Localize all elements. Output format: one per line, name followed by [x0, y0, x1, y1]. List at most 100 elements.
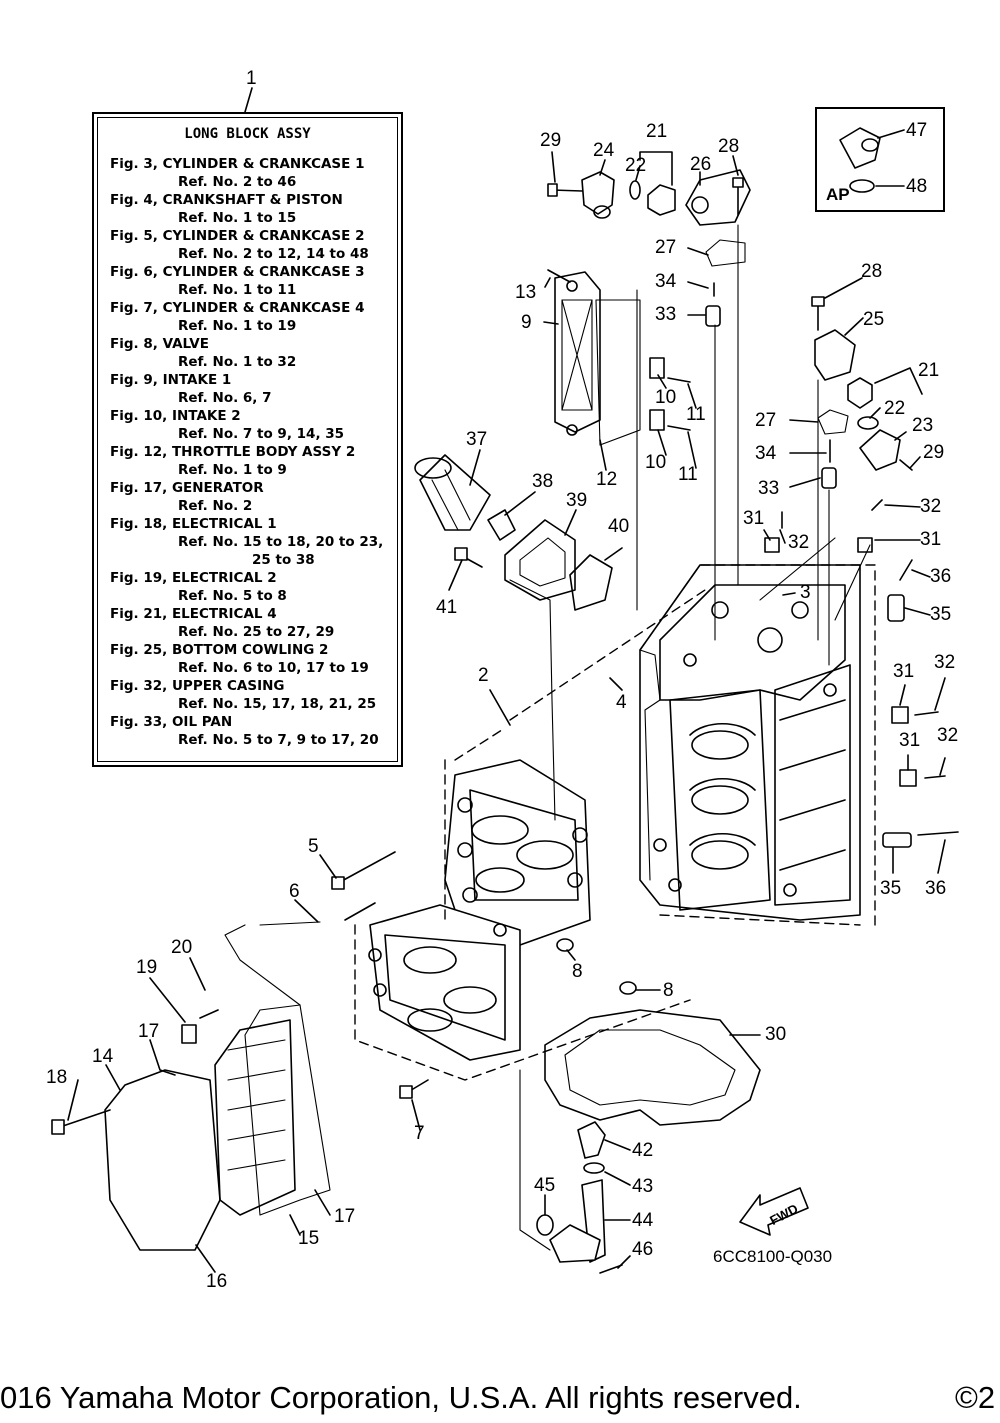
callout-number: 3 — [800, 582, 811, 603]
callout-number: 29 — [540, 130, 562, 151]
callout-number: 41 — [436, 597, 458, 618]
footer-copyright: 016 Yamaha Motor Corporation, U.S.A. All… — [0, 1380, 802, 1415]
oil-filter-group — [414, 454, 613, 821]
callout-number: 43 — [632, 1176, 654, 1197]
callout-number: 26 — [690, 154, 712, 175]
callout-number: 31 — [899, 730, 921, 751]
spec-line: Ref. No. 1 to 19 — [178, 318, 297, 334]
callout-number: 34 — [755, 443, 777, 464]
callout-number: 19 — [136, 957, 158, 978]
oil-pan-gasket-inner — [564, 1029, 736, 1106]
callout-number: 23 — [912, 415, 934, 436]
crankcase-bolts — [331, 851, 637, 1099]
callout-number: 39 — [566, 490, 588, 511]
callout-number: 24 — [593, 140, 615, 161]
side-fasteners — [759, 499, 959, 848]
callout-number: 2 — [478, 665, 489, 686]
callout-number: 5 — [308, 836, 319, 857]
ap-label: AP — [826, 185, 850, 204]
cylinder-block — [639, 564, 861, 921]
spec-line: Fig. 8, VALVE — [110, 336, 209, 352]
callout-number: 21 — [918, 360, 940, 381]
callout-number: 29 — [923, 442, 945, 463]
spec-line: Ref. No. 1 to 15 — [178, 210, 297, 226]
callout-number: 9 — [521, 312, 532, 333]
callout-number: 30 — [765, 1024, 787, 1045]
fwd-arrow — [739, 1187, 809, 1236]
long-block-assy-box: LONG BLOCK ASSY Fig. 3, CYLINDER & CRANK… — [92, 112, 403, 767]
callout-number: 38 — [532, 471, 554, 492]
callout-number: 20 — [171, 937, 193, 958]
callout-number: 22 — [625, 155, 647, 176]
spec-line: Fig. 19, ELECTRICAL 2 — [110, 570, 277, 586]
callout-number: 34 — [655, 271, 677, 292]
callout-number: 40 — [608, 516, 630, 537]
oil-pan-gasket — [544, 1009, 761, 1126]
spec-line: Fig. 17, GENERATOR — [110, 480, 264, 496]
callout-number: 21 — [646, 121, 668, 142]
spec-line: Fig. 33, OIL PAN — [110, 714, 233, 730]
callout-number: 36 — [925, 878, 947, 899]
thermostat-group-right — [811, 296, 913, 666]
crankcase-outline-2 — [354, 924, 691, 1081]
spec-line: Fig. 21, ELECTRICAL 4 — [110, 606, 277, 622]
callout-number: 32 — [934, 652, 956, 673]
callout-number: 16 — [206, 1271, 228, 1292]
spec-line: Fig. 7, CYLINDER & CRANKCASE 4 — [110, 300, 365, 316]
spec-line: Ref. No. 5 to 7, 9 to 17, 20 — [178, 732, 379, 748]
spec-line: Fig. 4, CRANKSHAFT & PISTON — [110, 192, 343, 208]
callout-number: 42 — [632, 1140, 654, 1161]
ap-box: AP — [815, 107, 945, 212]
footer-copyright-symbol: ©2 — [955, 1380, 996, 1415]
spec-line: Ref. No. 25 to 27, 29 — [178, 624, 335, 640]
spec-line: Fig. 5, CYLINDER & CRANKCASE 2 — [110, 228, 365, 244]
callout-number: 17 — [138, 1021, 160, 1042]
callout-number: 1 — [246, 68, 257, 89]
callout-number: 37 — [466, 429, 488, 450]
callout-number: 31 — [893, 661, 915, 682]
diagram-code: 6CC8100-Q030 — [713, 1247, 833, 1266]
spec-line: Fig. 18, ELECTRICAL 1 — [110, 516, 277, 532]
callout-number: 32 — [937, 725, 959, 746]
block-outline — [639, 564, 876, 926]
spec-line: Fig. 9, INTAKE 1 — [110, 372, 232, 388]
spec-line: Ref. No. 1 to 9 — [178, 462, 287, 478]
callout-number: 12 — [596, 469, 618, 490]
callout-number: 35 — [930, 604, 952, 625]
callout-number: 46 — [632, 1239, 654, 1260]
spec-line: Ref. No. 2 to 46 — [178, 174, 297, 190]
spec-line: Ref. No. 1 to 11 — [178, 282, 297, 298]
spec-line: Ref. No. 15, 17, 18, 21, 25 — [178, 696, 377, 712]
spec-line: Fig. 12, THROTTLE BODY ASSY 2 — [110, 444, 356, 460]
callout-number: 27 — [655, 237, 677, 258]
callout-number: 45 — [534, 1175, 556, 1196]
callout-number: 10 — [655, 387, 677, 408]
callout-number: 8 — [663, 980, 674, 1001]
spec-line: Fig. 25, BOTTOM COWLING 2 — [110, 642, 329, 658]
spec-line: 25 to 38 — [252, 552, 315, 568]
leader-1 — [244, 87, 253, 113]
callout-number: 28 — [861, 261, 883, 282]
ap-parts — [839, 127, 881, 193]
crankcase-outline-3 — [509, 589, 706, 721]
callout-number: 11 — [686, 404, 706, 425]
callout-number: 8 — [572, 961, 583, 982]
callout-number: 11 — [678, 464, 698, 485]
crankcase — [368, 759, 591, 1061]
spec-line: Ref. No. 15 to 18, 20 to 23, — [178, 534, 384, 550]
long-block-assy-title: LONG BLOCK ASSY — [184, 126, 311, 142]
spec-line: Fig. 3, CYLINDER & CRANKCASE 1 — [110, 156, 365, 172]
callout-number: 14 — [92, 1046, 114, 1067]
spec-line: Ref. No. 5 to 8 — [178, 588, 287, 604]
spec-line: Ref. No. 7 to 9, 14, 35 — [178, 426, 345, 442]
generator-cover — [51, 921, 331, 1251]
callout-number: 31 — [920, 529, 942, 550]
block-outline-lower — [659, 914, 861, 926]
callout-number: 35 — [880, 878, 902, 899]
callout-number: 6 — [289, 881, 300, 902]
spec-line: Ref. No. 2 — [178, 498, 253, 514]
callout-number: 17 — [334, 1206, 356, 1227]
spec-line: Ref. No. 6 to 10, 17 to 19 — [178, 660, 369, 676]
oil-strainer — [519, 1069, 623, 1274]
